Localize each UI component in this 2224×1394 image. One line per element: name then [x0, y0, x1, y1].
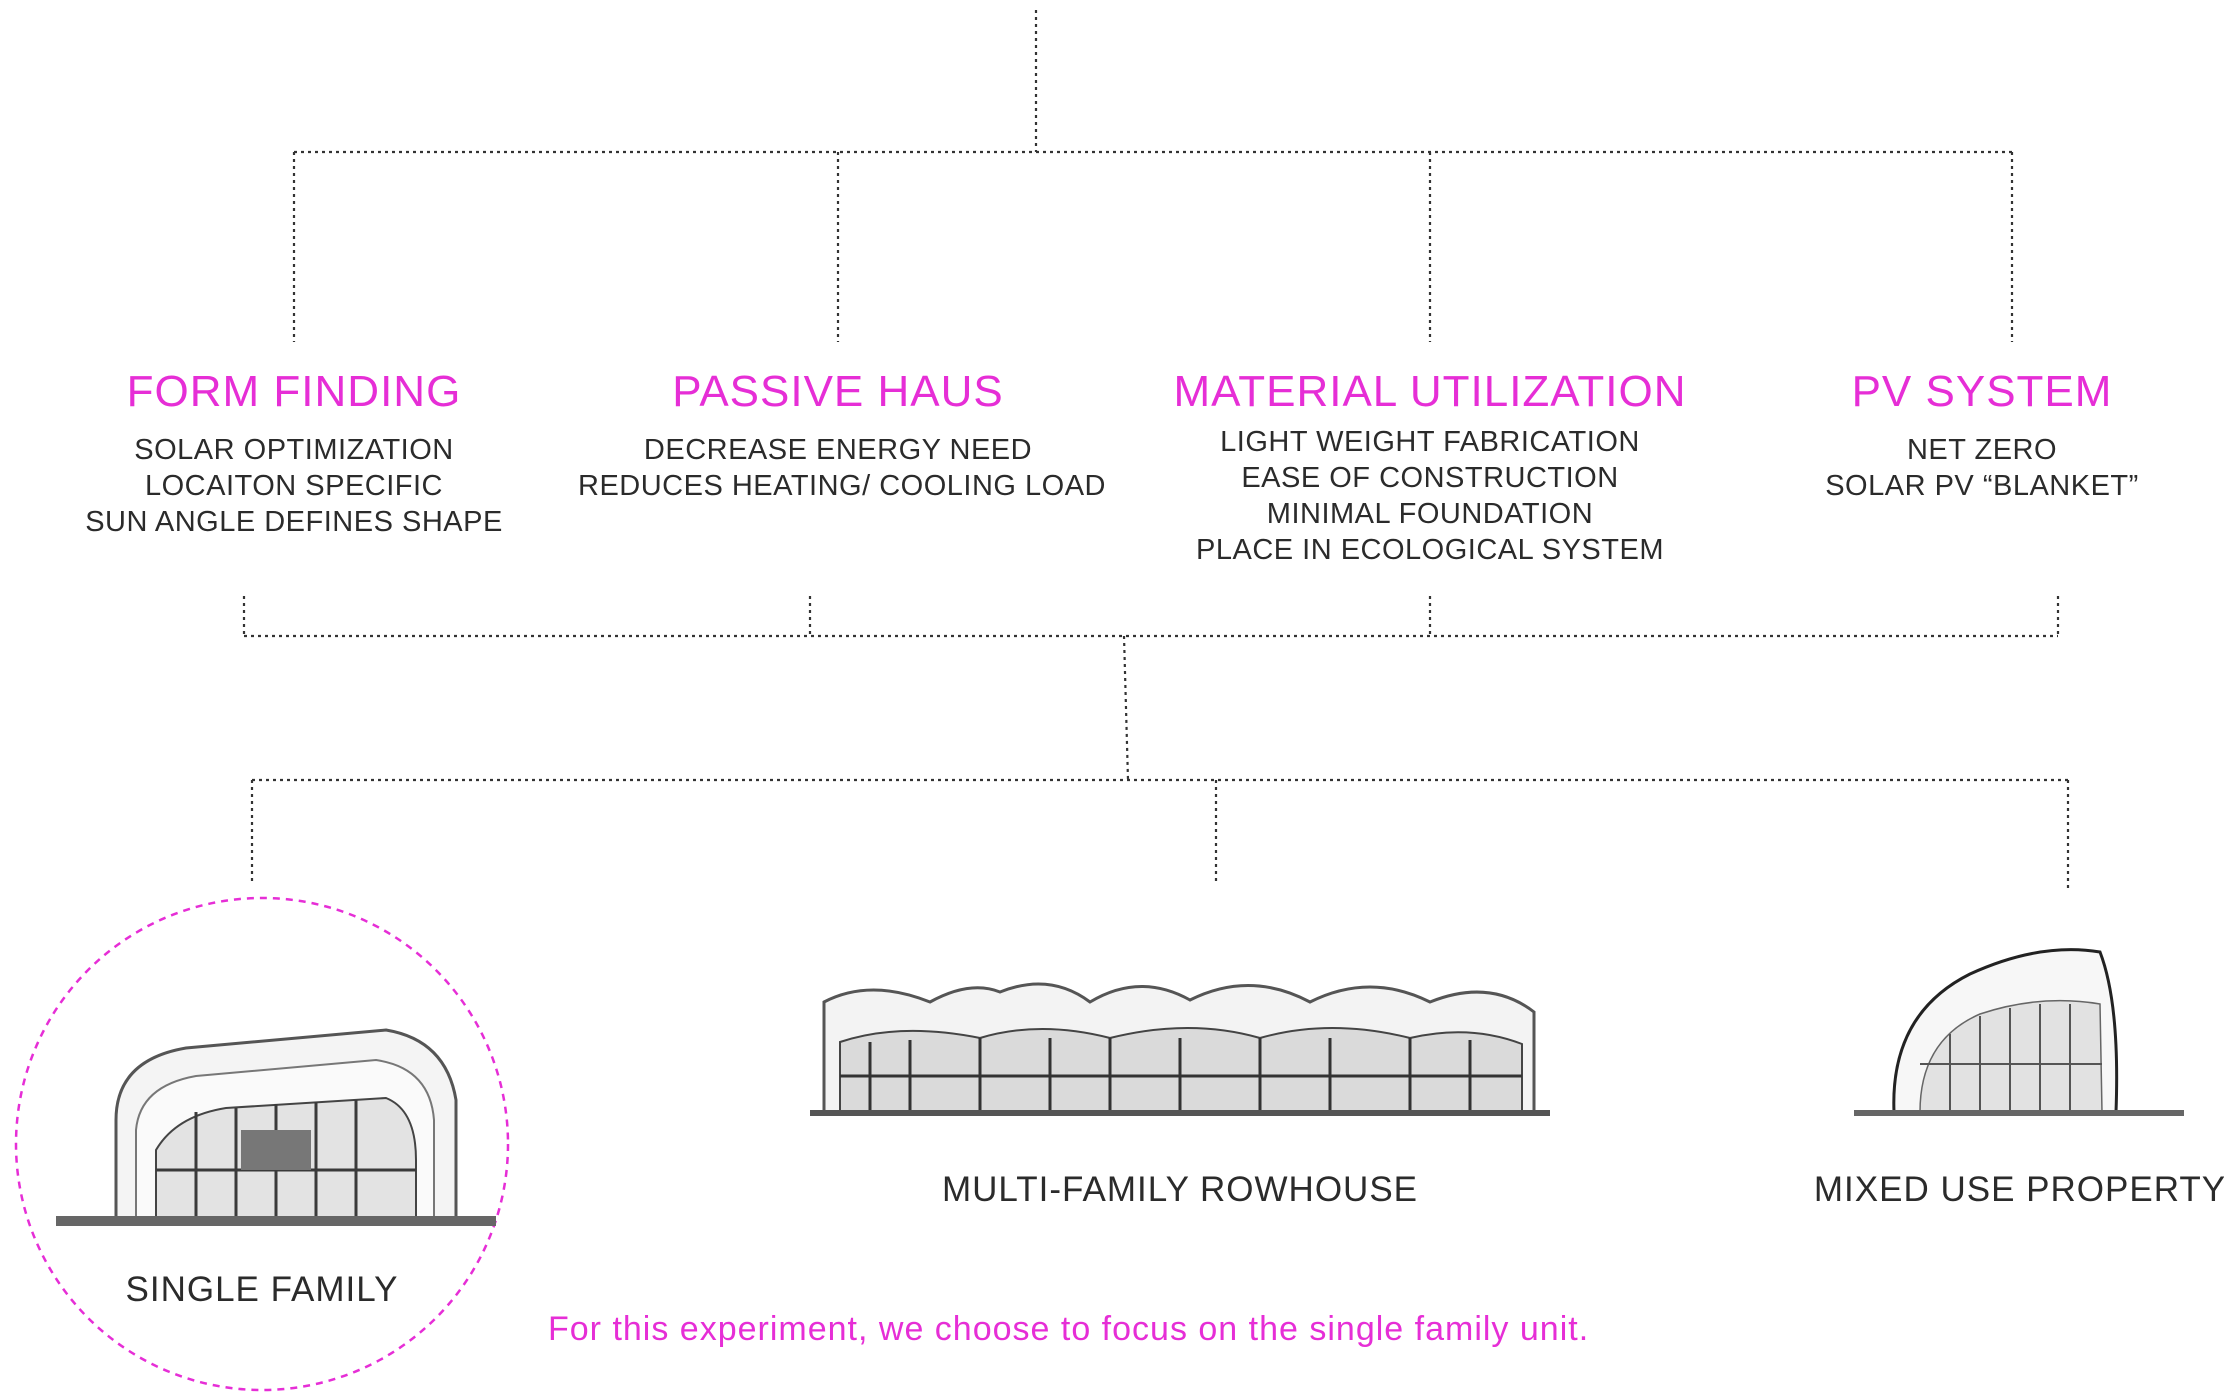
- building-label-rowhouse: MULTI-FAMILY ROWHOUSE: [941, 1170, 1419, 1209]
- category-item: SOLAR PV “BLANKET”: [1825, 470, 2139, 502]
- single-family-drawing: [56, 1028, 496, 1226]
- footnote: For this experiment, we choose to focus …: [548, 1310, 1590, 1348]
- category-title: PASSIVE HAUS: [672, 367, 1004, 416]
- building-label-mixed-use: MIXED USE PROPERTY: [1813, 1170, 2224, 1209]
- category-item: LIGHT WEIGHT FABRICATION: [1220, 426, 1640, 458]
- highlight-circle: [14, 896, 510, 1392]
- category-item: MINIMAL FOUNDATION: [1266, 498, 1594, 530]
- mixed-use-drawing: [1854, 948, 2184, 1116]
- category-item: SOLAR OPTIMIZATION: [134, 434, 454, 466]
- category-passive-haus: PASSIVE HAUS DECREASE ENERGY NEED REDUCE…: [578, 364, 1106, 504]
- category-item: REDUCES HEATING/ COOLING LOAD: [578, 470, 1106, 502]
- building-label-single-family: SINGLE FAMILY: [125, 1270, 399, 1309]
- category-title: MATERIAL UTILIZATION: [1173, 367, 1687, 416]
- category-item: NET ZERO: [1906, 434, 2058, 466]
- connector-trunk-middle: [1122, 635, 1130, 781]
- category-item: EASE OF CONSTRUCTION: [1241, 462, 1619, 494]
- rowhouse-drawing: [810, 982, 1550, 1116]
- category-item: PLACE IN ECOLOGICAL SYSTEM: [1196, 534, 1664, 566]
- category-item: LOCAITON SPECIFIC: [144, 470, 444, 502]
- category-item: DECREASE ENERGY NEED: [643, 434, 1033, 466]
- category-form-finding: FORM FINDING SOLAR OPTIMIZATION LOCAITON…: [34, 364, 554, 540]
- category-title: PV SYSTEM: [1851, 367, 2113, 416]
- category-title: FORM FINDING: [126, 367, 462, 416]
- category-item: SUN ANGLE DEFINES SHAPE: [85, 506, 503, 538]
- category-pv-system: PV SYSTEM NET ZERO SOLAR PV “BLANKET”: [1722, 364, 2224, 504]
- category-material-utilization: MATERIAL UTILIZATION LIGHT WEIGHT FABRIC…: [1170, 364, 1690, 568]
